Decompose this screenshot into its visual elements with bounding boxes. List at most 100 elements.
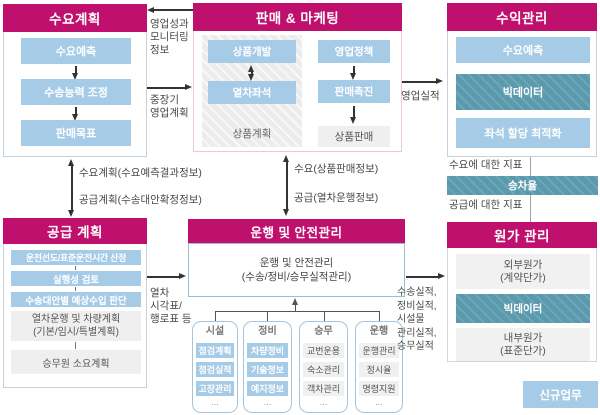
maintenance-item: 차량정비 bbox=[247, 343, 288, 358]
flow-line bbox=[353, 106, 355, 118]
external-cost-line2: (계약단가) bbox=[500, 271, 546, 284]
arrow-up-icon bbox=[283, 155, 289, 162]
revenue-item: 수요예측 bbox=[456, 37, 590, 63]
crew-column: 승무 교번운용 숙소관리 객차관리 ... bbox=[299, 321, 348, 413]
arrow-right-icon bbox=[436, 78, 443, 84]
supply-plan-item: 실행성 검토 bbox=[11, 271, 141, 286]
demand-plan-item: 수요예측 bbox=[21, 38, 131, 64]
product-sales-caption: 상품판매 bbox=[334, 131, 374, 143]
more-ellipsis: ... bbox=[263, 397, 272, 407]
supply-indicator-label: 공급에 대한 지표 bbox=[449, 199, 523, 211]
product-plan-item: 열차좌석 bbox=[208, 81, 296, 104]
cost-mgmt-box: 원가 관리 외부원가 (계약단가) 빅데이터 내부원가 (표준단가) bbox=[447, 222, 597, 362]
demand-indicator-label: 수요에 대한 지표 bbox=[449, 159, 523, 171]
connector-line bbox=[215, 311, 380, 312]
arrow-up-icon bbox=[68, 159, 74, 166]
connector-tick bbox=[75, 287, 76, 291]
maintenance-column-title: 정비 bbox=[258, 326, 277, 337]
flow-line bbox=[406, 276, 439, 278]
flow-line bbox=[353, 66, 355, 74]
facility-column-title: 시설 bbox=[205, 326, 225, 337]
facility-column: 시설 점검계획 점검실적 고장관리 ... bbox=[192, 321, 238, 413]
performance-line2: 정비실적, bbox=[397, 300, 437, 312]
revenue-bigdata-item: 빅데이터 bbox=[456, 74, 590, 110]
sales-marketing-header: 판매 & 마케팅 bbox=[193, 3, 402, 31]
maintenance-column: 정비 차량정비 기술정보 예지정보 ... bbox=[243, 321, 292, 413]
sales-monitor-line2: 모니터링 bbox=[150, 31, 189, 43]
midterm-plan-label: 중장기 영업계획 bbox=[150, 94, 189, 120]
facility-item: 고장관리 bbox=[196, 381, 234, 396]
sales-promo-item: 판매촉진 bbox=[318, 80, 390, 103]
operation-column-title: 운행 bbox=[369, 326, 389, 337]
performance-line5: 승무실적 bbox=[397, 341, 434, 352]
demand-plan-box: 수요계획 수요예측 수송능력 조정 판매목표 bbox=[3, 4, 147, 157]
flow-line bbox=[402, 81, 437, 83]
more-ellipsis: ... bbox=[375, 397, 383, 407]
train-ops-plan-line1: 열차운행 및 차량계획 bbox=[31, 314, 121, 325]
demand-info-label: 수요(상품판매정보) bbox=[294, 163, 379, 175]
revenue-mgmt-header: 수익관리 bbox=[447, 3, 597, 31]
performance-line1: 수송실적, bbox=[397, 287, 437, 298]
connector-tick bbox=[75, 266, 76, 270]
supply-info-label: 공급(열차운행정보) bbox=[294, 192, 379, 204]
flow-line bbox=[75, 107, 77, 115]
crew-plan-item: 승무원 소요계획 bbox=[11, 350, 141, 374]
arrow-down-icon bbox=[72, 73, 78, 80]
external-cost-item: 외부원가 (계약단가) bbox=[456, 254, 590, 289]
supply-plan-header: 공급 계획 bbox=[3, 218, 147, 244]
connector-line bbox=[267, 311, 268, 321]
crew-column-title: 승무 bbox=[314, 326, 333, 337]
facility-item: 점검계획 bbox=[196, 343, 234, 358]
crew-item: 교번운용 bbox=[303, 343, 344, 358]
more-ellipsis: ... bbox=[211, 397, 219, 407]
flow-line bbox=[153, 9, 193, 11]
supply-plan-item: 수송대안별 예상수입 판단 bbox=[11, 292, 141, 307]
arrow-down-icon bbox=[283, 209, 289, 216]
performance-label: 수송실적, 정비실적, 시설물 관리실적, 승무실적 bbox=[397, 286, 437, 354]
cost-mgmt-header: 원가 관리 bbox=[447, 222, 597, 248]
internal-cost-line1: 내부원가 bbox=[503, 331, 543, 344]
timetable-line2: 시각표/ bbox=[150, 300, 182, 312]
sales-result-label: 영업실적 bbox=[401, 90, 440, 102]
product-sales-caption-box: 상품판매 bbox=[318, 126, 390, 147]
revenue-mgmt-box: 수익관리 수요예측 빅데이터 좌석 할당 최적화 bbox=[447, 3, 597, 157]
product-plan-group: 상품개발 열차좌석 상품계획 bbox=[202, 35, 302, 147]
demand-plan-item: 판매목표 bbox=[21, 120, 131, 146]
midterm-line2: 영업계획 bbox=[150, 107, 189, 119]
flow-line bbox=[286, 161, 288, 210]
maintenance-item: 예지정보 bbox=[247, 381, 288, 396]
timetable-line3: 행로표 등 bbox=[150, 313, 192, 325]
train-ops-plan-line2: (기본/임시/특별계획) bbox=[33, 327, 119, 338]
flow-line bbox=[147, 87, 186, 89]
flow-line bbox=[71, 165, 73, 211]
new-business-label: 신규업무 bbox=[539, 389, 582, 402]
arrow-up-icon bbox=[292, 298, 298, 305]
arrow-down-icon bbox=[72, 114, 78, 121]
connector-line bbox=[295, 303, 296, 311]
arrow-down-icon bbox=[350, 73, 356, 80]
crew-plan-label: 승무원 소요계획 bbox=[42, 358, 110, 370]
operation-column: 운행 운행관리 정시율 명령지원 ... bbox=[355, 321, 403, 413]
sales-policy-item: 영업정책 bbox=[318, 40, 390, 63]
supply-plan-item: 운전선도/표준운전시간 산정 bbox=[11, 250, 141, 265]
arrow-down-icon bbox=[248, 74, 254, 81]
new-business-badge: 신규업무 bbox=[523, 381, 598, 408]
revenue-item: 좌석 할당 최적화 bbox=[456, 118, 590, 148]
sales-monitor-label: 영업성과 모니터링 정보 bbox=[150, 18, 189, 57]
connector-tick bbox=[75, 342, 76, 349]
external-cost-line1: 외부원가 bbox=[503, 258, 543, 271]
arrow-right-icon bbox=[438, 273, 445, 279]
internal-cost-item: 내부원가 (표준단가) bbox=[456, 328, 590, 361]
ops-safety-body: 운행 및 안전관리 (수송/정비/승무실적관리) bbox=[188, 243, 405, 297]
timetable-label: 열차 시각표/ 행로표 등 bbox=[150, 287, 192, 326]
performance-line3: 시설물 bbox=[397, 314, 425, 325]
arrow-down-icon bbox=[68, 210, 74, 217]
more-ellipsis: ... bbox=[319, 397, 328, 407]
connector-line bbox=[324, 311, 325, 321]
ops-safety-body-line2: (수송/정비/승무실적관리) bbox=[241, 271, 352, 283]
supply-plan-info-label: 공급계획(수송대안확정정보) bbox=[79, 194, 202, 206]
internal-cost-line2: (표준단가) bbox=[500, 344, 546, 357]
demand-plan-info-label: 수요계획(수요예측결과정보) bbox=[79, 167, 202, 179]
operation-item: 정시율 bbox=[359, 362, 399, 377]
